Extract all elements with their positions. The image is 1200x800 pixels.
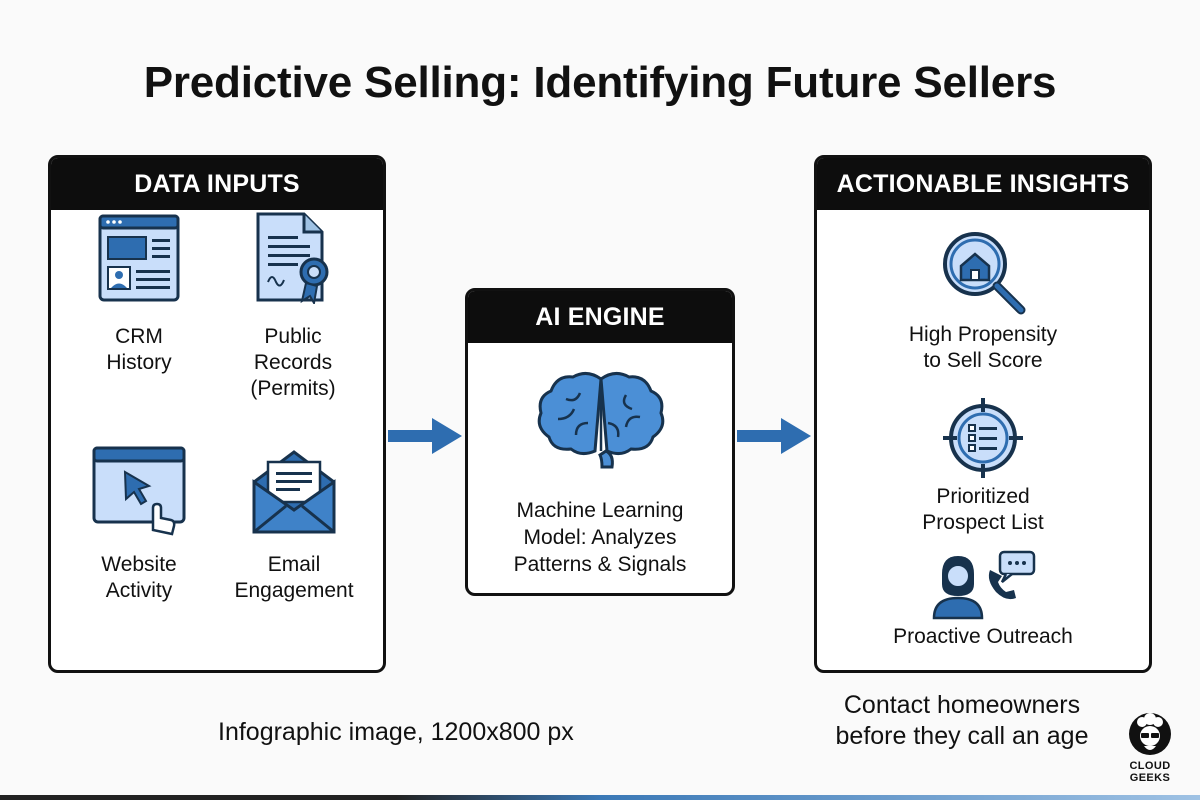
house-magnifier-icon	[943, 232, 1026, 315]
data-inputs-panel: DATA INPUTS CRM History	[48, 155, 386, 673]
prospect-list-item: Prioritized Prospect List	[817, 398, 1149, 536]
logo-text: CLOUD GEEKS	[1129, 760, 1171, 784]
agent-phone-icon	[932, 550, 1036, 620]
footer-tagline-line1: Contact homeowners	[843, 691, 1081, 719]
website-activity-item: Website Activity	[79, 444, 199, 604]
records-label-line3: (Permits)	[250, 377, 336, 400]
flow-arrow-right-icon	[388, 418, 462, 454]
envelope-icon	[252, 450, 336, 534]
ai-engine-line1: Machine Learning	[516, 499, 684, 522]
records-label-line2: Records	[253, 351, 333, 374]
website-label-line2: Activity	[105, 579, 173, 602]
target-checklist-icon	[943, 398, 1023, 478]
bottom-strip	[0, 795, 1200, 800]
flow-arrow-right-icon	[737, 418, 811, 454]
records-label-line1: Public	[264, 325, 322, 348]
email-label-line1: Email	[267, 553, 321, 576]
ai-engine-line2: Model: Analyzes	[523, 526, 677, 549]
brain-icon	[537, 372, 665, 469]
email-engagement-item: Email Engagement	[221, 444, 367, 604]
crm-label-line2: History	[106, 351, 172, 374]
outreach-label-line1: Proactive Outreach	[893, 625, 1073, 648]
actionable-insights-panel: ACTIONABLE INSIGHTS High Propensity to S…	[814, 155, 1152, 673]
ai-engine-header: AI ENGINE	[468, 291, 732, 343]
propensity-label-line1: High Propensity	[908, 323, 1058, 346]
page-title: Predictive Selling: Identifying Future S…	[143, 58, 1057, 107]
footer-tagline: Contact homeowners before they call an a…	[822, 690, 1102, 752]
website-label-line1: Website	[101, 553, 177, 576]
footer-tagline-line2: before they call an age	[835, 722, 1089, 750]
proactive-outreach-item: Proactive Outreach	[817, 550, 1149, 650]
data-inputs-header: DATA INPUTS	[51, 158, 383, 210]
document-seal-icon	[256, 212, 329, 304]
ai-engine-description: Machine Learning Model: Analyzes Pattern…	[468, 497, 732, 578]
browser-cursor-icon	[92, 446, 186, 536]
cloud-geeks-logo: CLOUD GEEKS	[1110, 712, 1190, 784]
propensity-label-line2: to Sell Score	[923, 349, 1043, 372]
prospect-label-line2: Prospect List	[922, 511, 1044, 534]
ai-engine-panel: AI ENGINE Machine Learning Model: Analyz…	[465, 288, 735, 596]
public-records-item: Public Records (Permits)	[233, 210, 353, 402]
actionable-insights-header: ACTIONABLE INSIGHTS	[817, 158, 1149, 210]
footer-caption: Infographic image, 1200x800 px	[218, 718, 574, 746]
crm-history-item: CRM History	[79, 210, 199, 376]
email-label-line2: Engagement	[234, 579, 354, 602]
crm-window-icon	[98, 214, 180, 302]
ai-engine-line3: Patterns & Signals	[513, 553, 687, 576]
crm-label-line1: CRM	[115, 325, 163, 348]
prospect-label-line1: Prioritized	[936, 485, 1030, 508]
geek-mascot-icon	[1129, 713, 1171, 755]
propensity-score-item: High Propensity to Sell Score	[817, 228, 1149, 374]
